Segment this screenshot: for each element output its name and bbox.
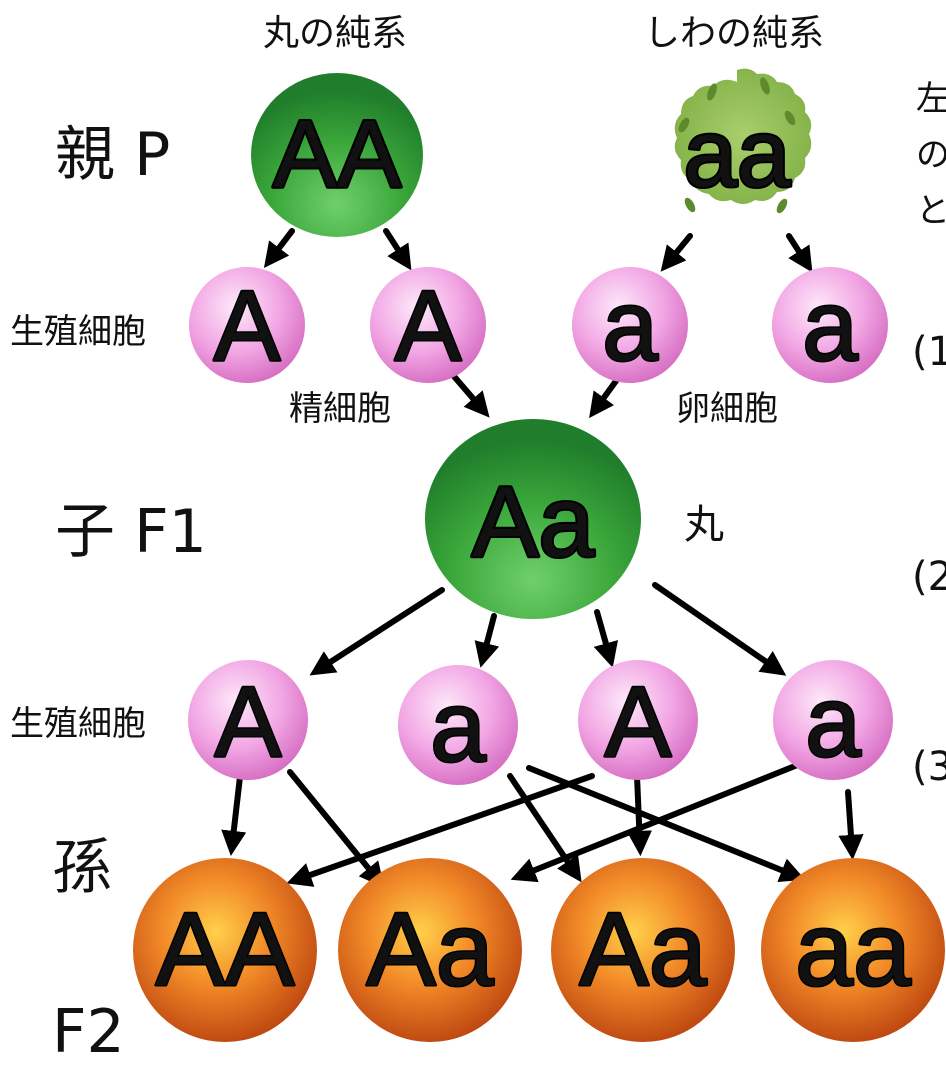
arrow bbox=[474, 613, 500, 668]
arrow bbox=[221, 765, 247, 857]
gamete-p-2-label: A bbox=[395, 270, 462, 382]
f2-cell-1-genotype: AA bbox=[156, 892, 295, 1008]
arrow bbox=[786, 233, 813, 273]
arrow bbox=[838, 789, 864, 861]
gamete-label-bottom: 生殖細胞 bbox=[10, 704, 146, 744]
gamete-f1-3 bbox=[578, 660, 698, 780]
sperm-label: 精細胞 bbox=[289, 389, 391, 429]
gamete-p-4-label: a bbox=[802, 270, 858, 382]
arrow bbox=[660, 233, 693, 272]
side-text-6: (3 bbox=[912, 744, 946, 790]
side-text-5: (2 bbox=[912, 554, 946, 600]
gamete-p-3 bbox=[572, 267, 688, 383]
gamete-f1-3-label: A bbox=[605, 666, 672, 778]
f2-cell-2-genotype: Aa bbox=[366, 892, 493, 1008]
side-text-4: (1 bbox=[912, 329, 946, 375]
f1-genotype: Aa bbox=[472, 466, 595, 578]
f2-cell-2 bbox=[338, 858, 522, 1042]
arrow bbox=[510, 759, 808, 883]
child-generation-label: 子 F1 bbox=[55, 497, 207, 567]
arrow bbox=[449, 371, 490, 418]
arrow bbox=[263, 228, 295, 269]
arrow bbox=[652, 582, 787, 676]
gamete-f1-1-label: A bbox=[215, 666, 282, 778]
gamete-p-4 bbox=[772, 267, 888, 383]
grandchild-generation-label: 孫 bbox=[52, 833, 112, 903]
f2-cell-3 bbox=[551, 858, 735, 1042]
arrow bbox=[626, 773, 652, 857]
gamete-p-1-label: A bbox=[214, 270, 281, 382]
gamete-f1-4-label: a bbox=[805, 666, 861, 778]
wrinkled-pure-line-label: しわの純系 bbox=[644, 13, 824, 54]
round-parent-genotype: AA bbox=[273, 101, 401, 208]
arrow bbox=[286, 773, 595, 887]
gamete-f1-4 bbox=[773, 660, 893, 780]
f2-cell-4-genotype: aa bbox=[795, 892, 911, 1008]
gamete-label-top: 生殖細胞 bbox=[10, 312, 146, 352]
gamete-p-2 bbox=[370, 267, 486, 383]
round-pure-line-label: 丸の純系 bbox=[263, 13, 407, 54]
egg-label: 卵細胞 bbox=[676, 389, 778, 429]
arrow bbox=[593, 609, 619, 668]
parent-generation-label: 親 P bbox=[55, 120, 170, 190]
f1-cell bbox=[425, 419, 641, 619]
arrow bbox=[383, 228, 412, 271]
gamete-p-3-label: a bbox=[602, 270, 658, 382]
arrow bbox=[309, 587, 445, 676]
gamete-f1-2 bbox=[398, 665, 518, 785]
side-text-2: の bbox=[916, 135, 946, 175]
wrinkled-parent-genotype: aa bbox=[684, 100, 791, 207]
gamete-f1-1 bbox=[188, 660, 308, 780]
f2-generation-label: F2 bbox=[52, 997, 125, 1067]
side-text-1: 左 bbox=[916, 79, 946, 119]
wrinkle-marks bbox=[678, 77, 796, 214]
gamete-f1-2-label: a bbox=[430, 671, 486, 783]
f2-cell-3-genotype: Aa bbox=[579, 892, 706, 1008]
arrow bbox=[287, 769, 385, 888]
f1-trait-label: 丸 bbox=[684, 502, 724, 548]
wrinkled-parent-cell bbox=[674, 68, 812, 205]
f2-cell-4 bbox=[761, 858, 945, 1042]
f2-cell-1 bbox=[133, 858, 317, 1042]
side-text-3: と bbox=[916, 191, 946, 231]
gamete-p-1 bbox=[189, 267, 305, 383]
round-parent-cell bbox=[251, 73, 423, 237]
